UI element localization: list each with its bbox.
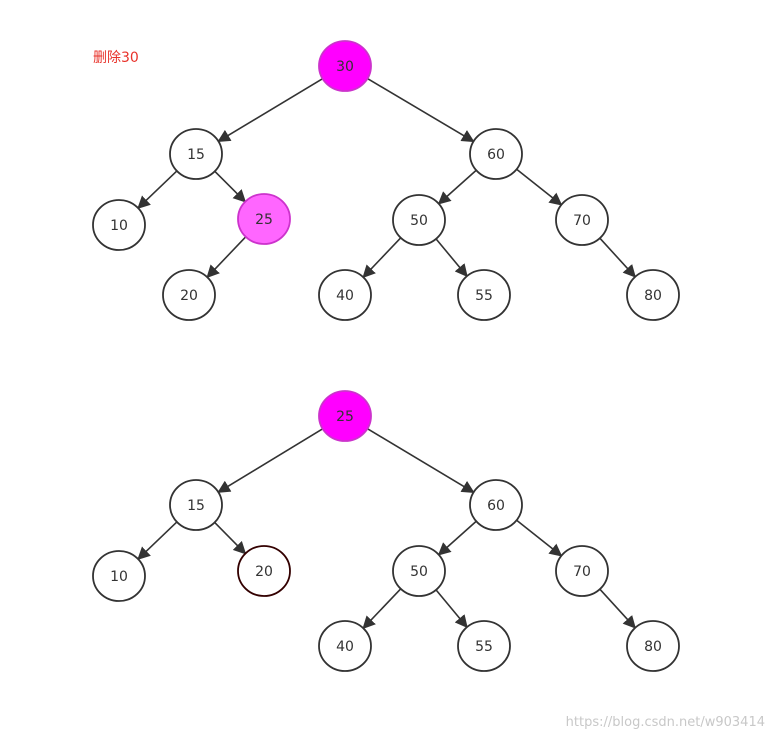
- node-label: 55: [475, 639, 493, 655]
- tree-node-50: 50: [392, 194, 446, 246]
- edge-arrow-50-to-40: [362, 588, 402, 630]
- node-label: 60: [487, 147, 505, 163]
- node-label: 30: [336, 59, 354, 75]
- tree-node-55: 55: [457, 269, 511, 321]
- tree-node-20: 20: [237, 545, 291, 597]
- node-circle: [318, 40, 372, 92]
- tree-node-30: 30: [318, 40, 372, 92]
- tree-node-15: 15: [169, 128, 223, 180]
- node-circle: [626, 620, 680, 672]
- node-circle: [318, 620, 372, 672]
- node-label: 50: [410, 564, 428, 580]
- edge-arrow-25-to-20: [206, 236, 247, 279]
- node-circle: [318, 390, 372, 442]
- node-label: 15: [187, 147, 205, 163]
- tree-node-80: 80: [626, 620, 680, 672]
- node-circle: [555, 545, 609, 597]
- tree-node-70: 70: [555, 194, 609, 246]
- edge-arrow-15-to-25: [214, 170, 247, 203]
- node-circle: [162, 269, 216, 321]
- edge-arrow-30-to-15: [217, 78, 324, 142]
- edge-arrow-70-to-80: [599, 237, 636, 278]
- edge-arrow-50-to-40: [362, 237, 402, 279]
- edge-arrow-25-to-60: [366, 428, 475, 493]
- edge-arrow-25-to-15: [217, 428, 324, 493]
- tree-node-40: 40: [318, 620, 372, 672]
- node-label: 40: [336, 288, 354, 304]
- node-circle: [555, 194, 609, 246]
- tree-before-deletion: 30 15 60 10 25 50 70 20 40 55 80: [92, 40, 680, 321]
- node-label: 25: [336, 409, 354, 425]
- edge-arrow-15-to-20: [214, 521, 247, 555]
- edge-arrow-50-to-55: [435, 589, 468, 629]
- tree-node-60: 60: [469, 128, 523, 180]
- edge-arrow-30-to-60: [367, 77, 475, 143]
- node-label: 20: [180, 288, 198, 304]
- tree-node-80: 80: [626, 269, 680, 321]
- node-label: 50: [410, 213, 428, 229]
- tree-node-70: 70: [555, 545, 609, 597]
- tree-node-25: 25: [237, 193, 291, 245]
- edge-arrow-70-to-80: [599, 588, 636, 629]
- node-circle: [392, 194, 446, 246]
- node-label: 80: [644, 639, 662, 655]
- tree-node-10: 10: [92, 199, 146, 251]
- node-label: 40: [336, 639, 354, 655]
- node-circle: [169, 128, 223, 180]
- node-circle: [457, 269, 511, 321]
- tree-after-deletion: 25 15 60 10 20 50 70 40 55 80: [92, 390, 680, 672]
- tree-node-55: 55: [457, 620, 511, 672]
- tree-node-25: 25: [318, 390, 372, 442]
- tree-node-40: 40: [318, 269, 372, 321]
- node-circle: [237, 545, 291, 597]
- node-circle: [169, 479, 223, 531]
- node-circle: [469, 128, 523, 180]
- edge-arrow-60-to-50: [437, 520, 477, 556]
- node-circle: [469, 479, 523, 531]
- node-circle: [92, 550, 146, 602]
- node-label: 55: [475, 288, 493, 304]
- node-label: 10: [110, 218, 128, 234]
- edge-arrow-60-to-70: [516, 519, 563, 557]
- tree-node-50: 50: [392, 545, 446, 597]
- node-label: 70: [573, 564, 591, 580]
- tree-node-20: 20: [162, 269, 216, 321]
- edge-arrow-60-to-50: [437, 169, 477, 205]
- edge-arrow-50-to-55: [435, 238, 468, 278]
- edge-arrow-60-to-70: [516, 168, 563, 206]
- edge-arrow-15-to-10: [137, 170, 178, 209]
- node-label: 70: [573, 213, 591, 229]
- tree-node-10: 10: [92, 550, 146, 602]
- edge-arrow-15-to-10: [137, 521, 178, 560]
- node-label: 60: [487, 498, 505, 514]
- watermark-text: https://blog.csdn.net/w903414: [566, 715, 765, 730]
- node-label: 15: [187, 498, 205, 514]
- node-circle: [92, 199, 146, 251]
- node-circle: [392, 545, 446, 597]
- tree-node-15: 15: [169, 479, 223, 531]
- node-circle: [626, 269, 680, 321]
- node-label: 25: [255, 212, 273, 228]
- node-label: 10: [110, 569, 128, 585]
- node-circle: [457, 620, 511, 672]
- node-circle: [318, 269, 372, 321]
- caption-label: 删除30: [93, 50, 139, 66]
- node-label: 80: [644, 288, 662, 304]
- node-label: 20: [255, 564, 273, 580]
- tree-node-60: 60: [469, 479, 523, 531]
- node-circle: [237, 193, 291, 245]
